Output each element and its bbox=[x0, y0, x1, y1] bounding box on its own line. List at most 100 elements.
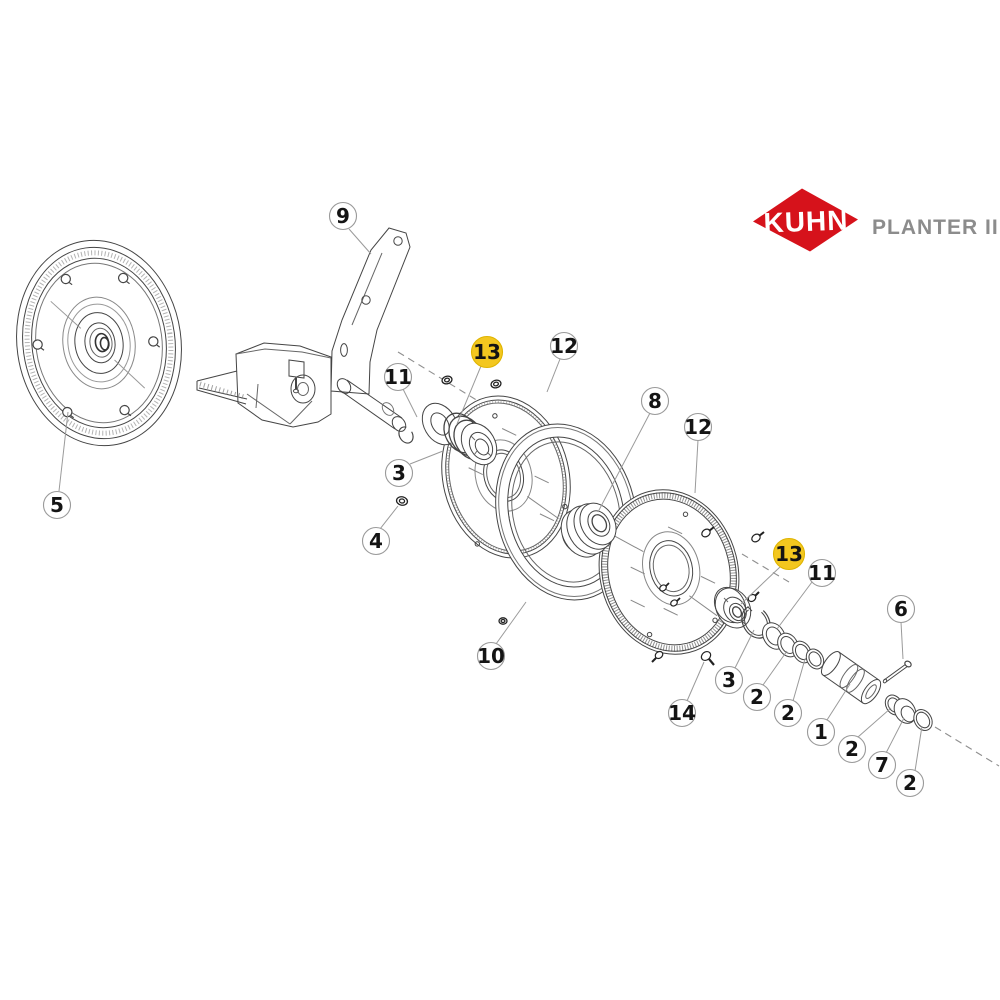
mounting-rail bbox=[196, 370, 248, 405]
callout-circle[interactable] bbox=[640, 386, 670, 416]
callout-11[interactable]: 11 bbox=[776, 558, 837, 630]
leader-line bbox=[456, 365, 482, 425]
callout-circle[interactable] bbox=[383, 362, 413, 392]
callout-circle[interactable] bbox=[361, 526, 391, 556]
callout-2[interactable]: 2 bbox=[773, 658, 806, 728]
disc-right-hatching bbox=[630, 526, 716, 616]
callout-circle[interactable] bbox=[470, 335, 504, 369]
hex-nut-low bbox=[498, 617, 508, 625]
callout-number: 14 bbox=[668, 701, 696, 725]
kuhn-logo-diamond bbox=[753, 188, 858, 252]
callout-circle[interactable] bbox=[895, 768, 925, 798]
callout-number: 6 bbox=[894, 597, 908, 621]
callout-2[interactable]: 2 bbox=[837, 707, 892, 764]
callout-number: 7 bbox=[875, 753, 889, 777]
callout-circle[interactable] bbox=[714, 665, 744, 695]
bearing-left bbox=[443, 412, 498, 466]
kuhn-logo-text: KUHN bbox=[763, 205, 849, 239]
leader-line bbox=[409, 450, 444, 465]
callout-circle[interactable] bbox=[886, 594, 916, 624]
leader-line bbox=[740, 566, 781, 605]
callout-number: 12 bbox=[684, 415, 712, 439]
snap-ring-left bbox=[398, 426, 414, 444]
callout-12[interactable]: 12 bbox=[546, 331, 579, 393]
product-name: PLANTER II bbox=[872, 216, 999, 239]
screw-rim-top bbox=[701, 526, 715, 538]
callout-3[interactable]: 3 bbox=[714, 629, 755, 695]
callout-6[interactable]: 6 bbox=[886, 594, 916, 660]
callout-circle[interactable] bbox=[328, 201, 358, 231]
callout-11[interactable]: 11 bbox=[383, 362, 418, 418]
callout-2[interactable]: 2 bbox=[895, 725, 925, 798]
callout-number: 3 bbox=[392, 461, 406, 485]
callout-circle[interactable] bbox=[42, 490, 72, 520]
screw-rim-bottom bbox=[651, 650, 664, 663]
screw-hub-1 bbox=[659, 582, 670, 592]
leader-line bbox=[900, 621, 904, 660]
callout-number: 5 bbox=[50, 493, 64, 517]
callout-2[interactable]: 2 bbox=[742, 650, 788, 712]
callout-number: 2 bbox=[845, 737, 859, 761]
callout-circle[interactable] bbox=[742, 682, 772, 712]
screw-near-bearing bbox=[747, 591, 760, 603]
wheel-bolts bbox=[32, 272, 161, 419]
callout-circle[interactable] bbox=[806, 717, 836, 747]
leader-line bbox=[792, 658, 806, 702]
leader-line bbox=[914, 725, 923, 772]
leader-line bbox=[826, 683, 851, 721]
callout-9[interactable]: 9 bbox=[328, 201, 372, 255]
leader-line bbox=[734, 629, 755, 669]
callout-circle[interactable] bbox=[683, 412, 713, 442]
leader-line bbox=[776, 581, 813, 630]
callout-10[interactable]: 10 bbox=[476, 601, 527, 671]
callout-3[interactable]: 3 bbox=[384, 450, 444, 488]
callout-circle[interactable] bbox=[476, 641, 506, 671]
disc-screws bbox=[651, 526, 765, 666]
callout-8[interactable]: 8 bbox=[597, 386, 670, 513]
callout-number: 9 bbox=[336, 204, 350, 228]
callout-circle[interactable] bbox=[807, 558, 837, 588]
axle-shaft bbox=[336, 378, 407, 432]
bracket-clamp-plate bbox=[288, 359, 305, 379]
leader-line bbox=[379, 505, 399, 530]
mounting-bracket bbox=[196, 227, 411, 432]
screw-hub-2 bbox=[670, 597, 681, 607]
callout-12[interactable]: 12 bbox=[683, 412, 713, 494]
callout-5[interactable]: 5 bbox=[42, 411, 72, 520]
leader-line bbox=[348, 228, 372, 255]
callout-13-highlighted[interactable]: 13 bbox=[456, 335, 504, 425]
screw-14 bbox=[700, 650, 715, 666]
callout-number: 3 bbox=[722, 668, 736, 692]
leader-line bbox=[402, 388, 418, 418]
callout-circle[interactable] bbox=[867, 750, 897, 780]
leader-line bbox=[857, 707, 892, 738]
leader-line bbox=[546, 358, 561, 393]
callout-circle[interactable] bbox=[667, 698, 697, 728]
callout-7[interactable]: 7 bbox=[867, 717, 905, 780]
callout-circle[interactable] bbox=[837, 734, 867, 764]
disc-right bbox=[598, 489, 740, 655]
callout-number: 2 bbox=[781, 701, 795, 725]
bracket-body bbox=[235, 342, 332, 428]
callout-circle[interactable] bbox=[773, 698, 803, 728]
leader-line bbox=[495, 601, 527, 645]
ring-2d bbox=[913, 709, 933, 731]
spacer-shaft-1 bbox=[820, 651, 882, 705]
disc-right-hatch-band bbox=[601, 492, 737, 652]
callout-1[interactable]: 1 bbox=[806, 683, 851, 747]
callout-number: 12 bbox=[550, 334, 578, 358]
hex-nut-top-1 bbox=[441, 375, 453, 385]
callout-number: 4 bbox=[369, 529, 383, 553]
callout-circle[interactable] bbox=[772, 537, 806, 571]
hex-nut-4 bbox=[395, 496, 409, 506]
leader-line bbox=[58, 411, 69, 492]
callout-circle[interactable] bbox=[549, 331, 579, 361]
hex-nuts bbox=[395, 375, 508, 625]
callout-4[interactable]: 4 bbox=[361, 505, 399, 556]
leader-line bbox=[694, 439, 699, 494]
callout-circle[interactable] bbox=[384, 458, 414, 488]
callout-14[interactable]: 14 bbox=[667, 661, 705, 728]
callout-13-highlighted[interactable]: 13 bbox=[740, 537, 806, 605]
leader-line bbox=[686, 661, 705, 702]
